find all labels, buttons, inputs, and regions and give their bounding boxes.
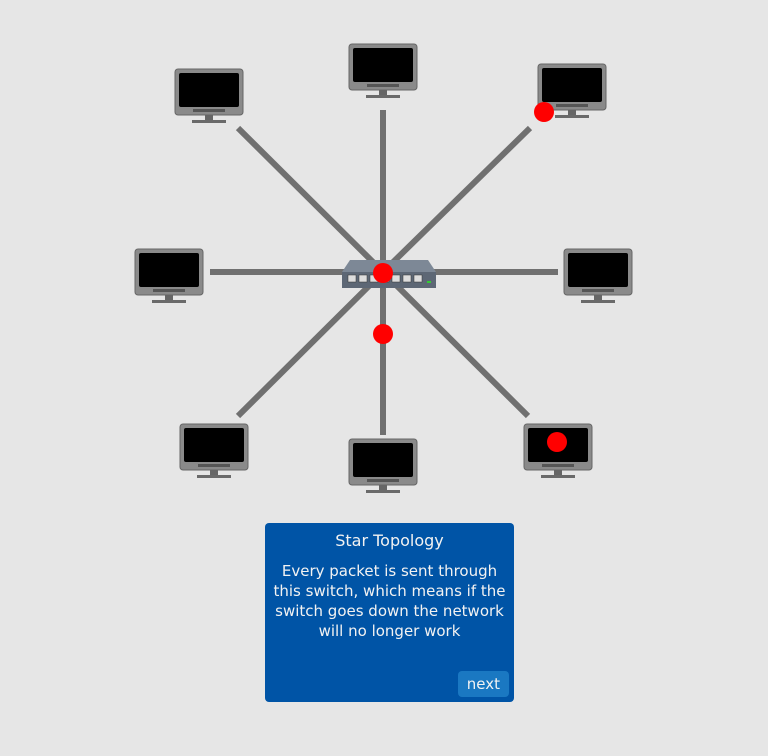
panel-title: Star Topology (335, 531, 444, 550)
next-button[interactable]: next (457, 671, 509, 697)
computer-top-right (537, 63, 607, 118)
switch-port (358, 274, 368, 283)
switch-port (391, 274, 401, 283)
panel-body: Every packet is sent through this switch… (273, 562, 506, 640)
computer-left (134, 248, 204, 303)
packet (373, 263, 393, 283)
computer-bottom (348, 438, 418, 493)
packet (534, 102, 554, 122)
computer-top-left (174, 68, 244, 123)
switch-port (413, 274, 423, 283)
info-panel: Star Topology Every packet is sent throu… (265, 523, 514, 702)
cable-bottom-left (235, 269, 386, 419)
switch-port (402, 274, 412, 283)
packet (547, 432, 567, 452)
network-diagram (134, 43, 633, 493)
computer-right (563, 248, 633, 303)
cable-top-right (380, 125, 533, 275)
computer-bottom-left (179, 423, 249, 478)
cable-top-left (235, 125, 386, 275)
cable-bottom-right (380, 269, 531, 419)
computer-top (348, 43, 418, 98)
packet (373, 324, 393, 344)
switch-port (347, 274, 357, 283)
